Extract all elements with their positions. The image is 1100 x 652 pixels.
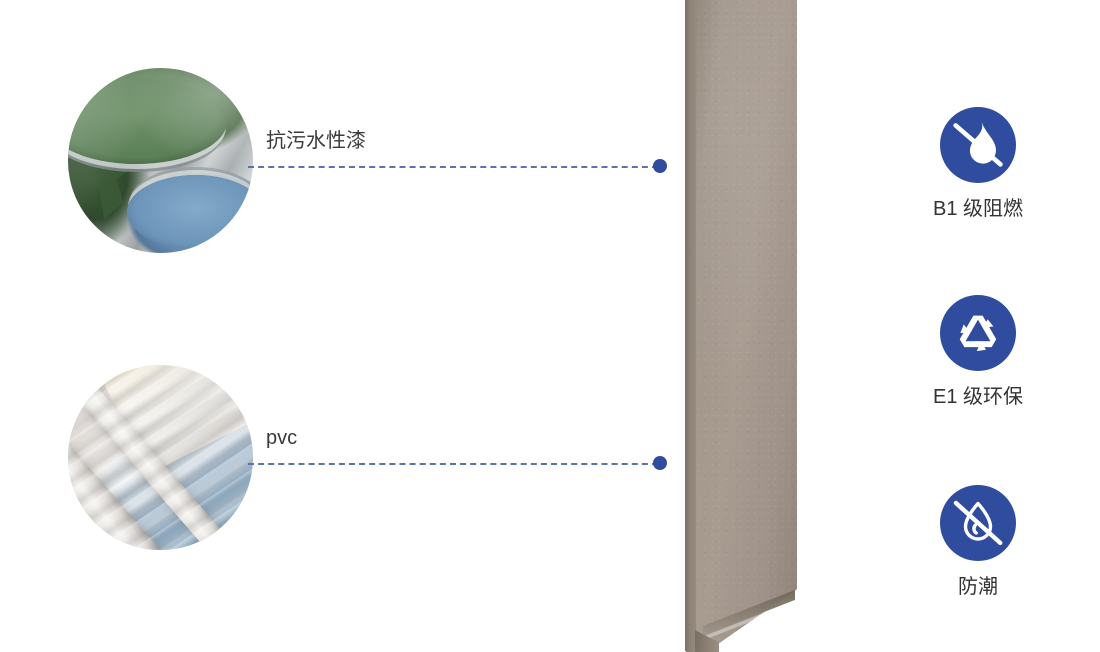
badge-flame-retardant: B1 级阻燃 (898, 107, 1058, 219)
board-side-edge (685, 0, 696, 652)
no-water-drop-icon (953, 500, 1003, 546)
recycle-icon (959, 315, 997, 352)
badge-label-moisture-proof: 防潮 (958, 576, 998, 598)
badge-eco-friendly: E1 级环保 (898, 295, 1058, 407)
paint-photo-gloss (68, 68, 253, 253)
callout-thumbnail-paint (68, 68, 253, 253)
connector-dot-pvc (653, 456, 667, 470)
badge-circle-flame (940, 107, 1016, 183)
green-paint-can (68, 79, 228, 165)
product-board (685, 0, 797, 652)
no-flame-icon (953, 121, 1003, 167)
blue-paint-can (127, 175, 253, 250)
board-front-face (695, 0, 797, 652)
badge-label-flame-retardant: B1 级阻燃 (932, 198, 1024, 220)
connector-line-pvc (248, 463, 658, 465)
badge-circle-recycle (940, 295, 1016, 371)
callout-thumbnail-pvc (68, 365, 253, 550)
badge-circle-water-drop (940, 485, 1016, 561)
paint-cans-photo (68, 68, 253, 253)
board-surface-texture (695, 0, 797, 652)
callout-label-paint: 抗污水性漆 (266, 130, 366, 152)
pvc-film-rolls-photo (68, 365, 253, 550)
pvc-photo-sheen (68, 365, 253, 550)
badge-label-eco-friendly: E1 级环保 (932, 386, 1024, 408)
callout-label-pvc: pvc (266, 427, 298, 449)
connector-line-paint (248, 166, 658, 168)
connector-dot-paint (653, 159, 667, 173)
badge-moisture-proof: 防潮 (898, 485, 1058, 597)
